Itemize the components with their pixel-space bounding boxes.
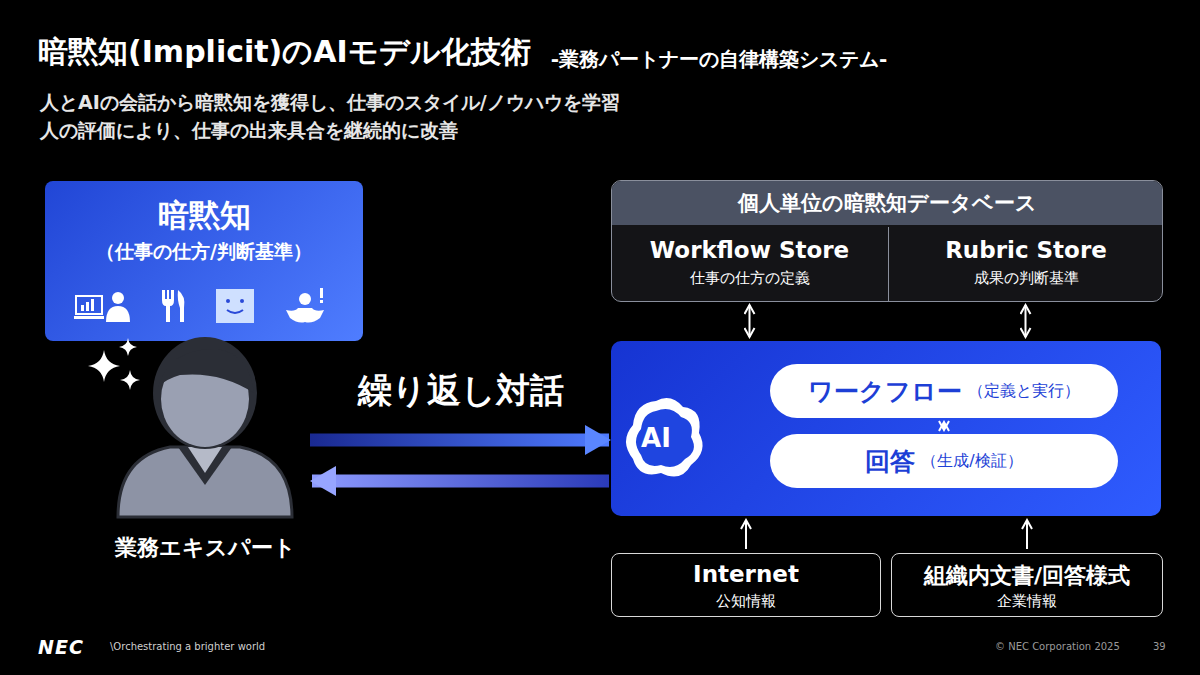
blob-outer <box>626 398 703 476</box>
node-heading: 暗黙知 <box>45 195 363 237</box>
connector <box>745 520 747 549</box>
node-subtext: 企業情報 <box>892 592 1162 611</box>
answer-pill: 回答 （生成/検証） <box>770 434 1118 488</box>
node-heading: Internet <box>612 561 880 587</box>
node-heading: 回答 <box>865 445 915 478</box>
neck <box>188 447 222 473</box>
knowledge-box: 暗黙知（仕事の仕方/判断基準） <box>45 181 363 341</box>
hair <box>153 337 257 449</box>
node-heading: 業務エキスパート <box>100 533 310 563</box>
node-subtext: （生成/検証） <box>921 451 1022 472</box>
subtitle: -業務パートナーの自律構築システム- <box>551 46 888 73</box>
source-box: 組織内文書/回答様式企業情報 <box>891 553 1163 617</box>
connector <box>312 475 609 488</box>
tagline: \Orchestrating a brighter world <box>110 641 265 652</box>
node-subtext: 仕事の仕方の定義 <box>612 269 887 288</box>
body <box>118 447 292 517</box>
page-number: 39 <box>1153 641 1166 652</box>
node-heading: Workflow Store <box>612 237 887 263</box>
workflow-pill: ワークフロー （定義と実行） <box>770 364 1118 418</box>
connector <box>1026 520 1028 549</box>
source-box: Internet 公知情報 <box>611 553 881 617</box>
sparkle <box>120 370 140 390</box>
lead-line: 人の評価により、仕事の出来具合を継続的に改善 <box>40 118 458 144</box>
person-figure <box>100 335 310 525</box>
database-panel: 個人単位の暗黙知データベース Workflow Store 仕事の仕方の定義Rubr… <box>611 180 1163 302</box>
copyright: © NEC Corporation 2025 <box>995 641 1120 652</box>
slide-title: 暗黙知(Implicit)のAIモデル化技術 <box>38 32 531 73</box>
lead-line: 人とAIの会話から暗黙知を獲得し、仕事のスタイル/ノウハウを学習 <box>40 90 620 116</box>
node-subtext: 成果の判断基準 <box>889 269 1163 288</box>
connector <box>1025 305 1027 337</box>
node-heading: 個人単位の暗黙知データベース <box>612 181 1162 225</box>
edge-label: 繰り返し対話 <box>358 368 564 414</box>
logo-text: NEC <box>38 636 84 658</box>
ai-engine-box: AI ワークフロー （定義と実行） 回答 （生成/検証） <box>611 341 1161 516</box>
node-heading: 組織内文書/回答様式 <box>892 561 1162 591</box>
node-heading: ワークフロー <box>808 375 962 408</box>
node-heading: AI <box>625 423 687 453</box>
node-subtext: 公知情報 <box>612 592 880 611</box>
expert-person: 業務エキスパート <box>100 335 310 565</box>
node-heading: Rubric Store <box>889 237 1163 263</box>
sparkle <box>88 350 120 382</box>
connector <box>310 434 609 447</box>
store-box: Rubric Store 成果の判断基準 <box>888 227 1163 301</box>
store-box: Workflow Store 仕事の仕方の定義 <box>612 227 887 301</box>
connector <box>749 305 751 337</box>
sparkles <box>88 338 140 390</box>
collar <box>178 447 232 485</box>
node-subtext: （仕事の仕方/判断基準） <box>45 239 363 265</box>
fringe <box>158 349 254 393</box>
node-subtext: （定義と実行） <box>968 381 1080 402</box>
